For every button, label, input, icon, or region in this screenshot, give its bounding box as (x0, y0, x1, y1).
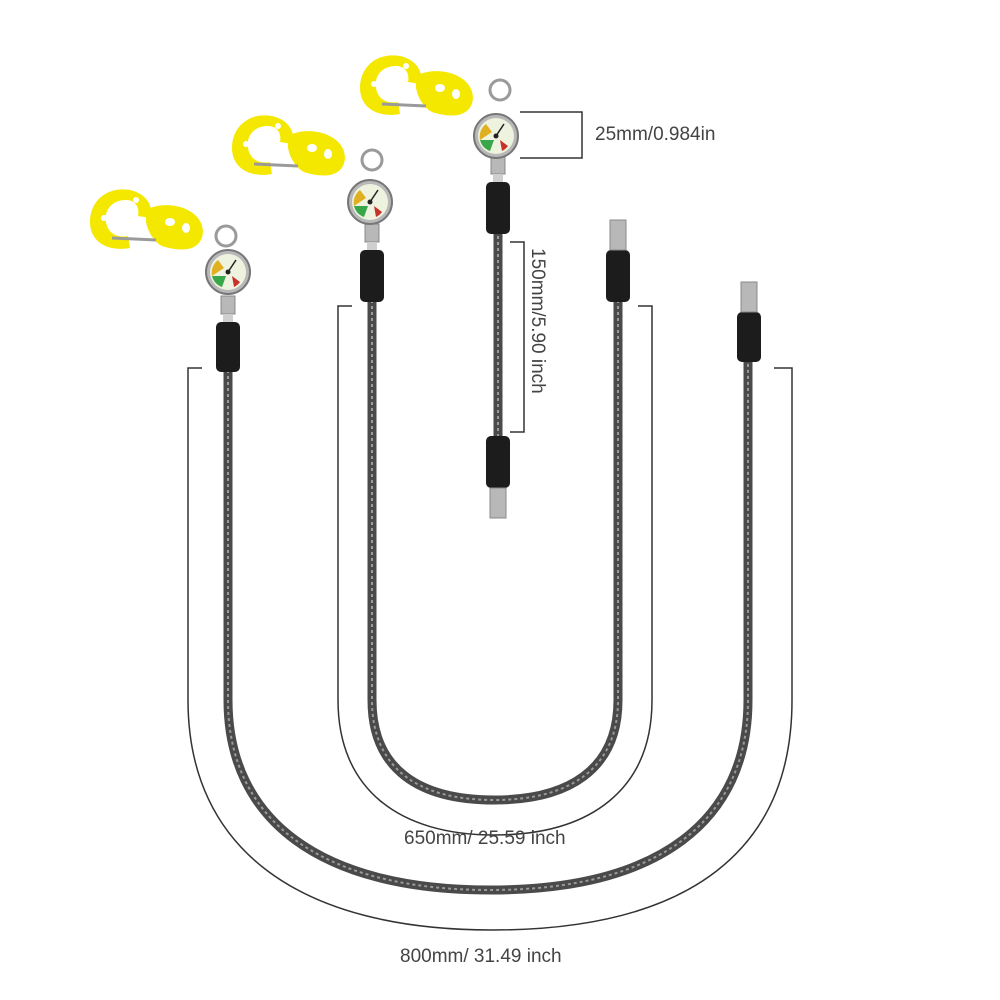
gauge-icon (347, 179, 393, 225)
dimension-lines (187, 111, 793, 931)
clip-icon (230, 113, 347, 177)
fitting-right (740, 281, 758, 313)
fitting-bottom (489, 487, 507, 519)
fitting-right (609, 219, 627, 251)
short-dim-bracket (510, 241, 525, 433)
sleeve-left (360, 250, 384, 302)
sleeve-top (486, 182, 510, 234)
hose-long (88, 187, 761, 895)
long-dim-arc (187, 367, 793, 931)
hose-short (358, 53, 519, 519)
short-hose-length-label: 150mm/5.90 inch (527, 248, 548, 394)
sleeve-left (216, 322, 240, 372)
hose-mid (230, 113, 630, 805)
gauge-icon (205, 249, 251, 295)
sleeve-right (606, 250, 630, 302)
clip-icon (88, 187, 205, 251)
sleeve-bottom (486, 436, 510, 488)
gauge-icon (473, 113, 519, 159)
gauge-dim-bracket (520, 111, 583, 159)
sleeve-right (737, 312, 761, 362)
mid-hose-length-label: 650mm/ 25.59 inch (404, 828, 566, 849)
gauge-diameter-label: 25mm/0.984in (595, 124, 716, 145)
mid-dim-arc (337, 305, 653, 836)
long-hose-length-label: 800mm/ 31.49 inch (400, 946, 562, 967)
clip-icon (358, 53, 475, 117)
